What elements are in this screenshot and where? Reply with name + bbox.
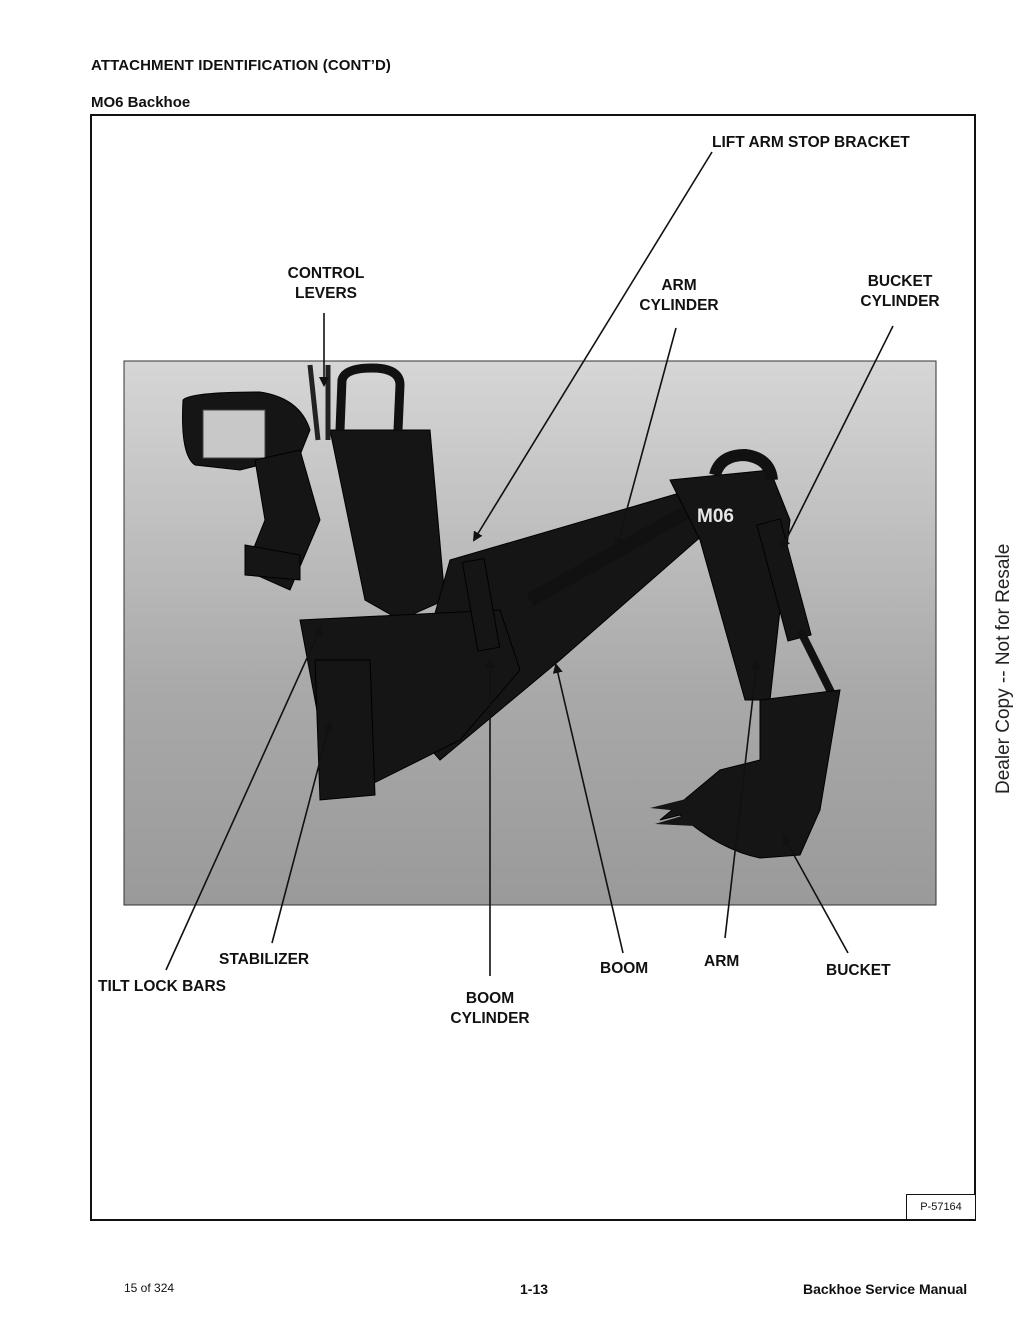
leader-stabilizer [271, 721, 333, 944]
label-bucket-cylinder: BUCKET CYLINDER [860, 273, 940, 310]
label-arm-cylinder: ARM CYLINDER [639, 277, 719, 314]
leader-boom [552, 663, 624, 954]
bucket-teeth [650, 798, 695, 826]
dealer-copy-watermark: Dealer Copy -- Not for Resale [993, 543, 1014, 794]
section-title: ATTACHMENT IDENTIFICATION (CONT’D) [91, 57, 392, 74]
leader-arm [724, 660, 762, 939]
leader-bucket-cylinder [781, 325, 894, 550]
label-control-levers: CONTROL LEVERS [287, 265, 365, 302]
leader-bucket [783, 835, 849, 954]
label-stabilizer: STABILIZER [219, 951, 310, 968]
arm-cylinder-shape [526, 503, 694, 607]
manual-title: Backhoe Service Manual [803, 1281, 968, 1297]
tower-handle [335, 363, 405, 431]
seat-placard [202, 409, 266, 459]
leader-lift-arm-stop-bracket [472, 151, 713, 542]
stabilizer-shape [314, 659, 376, 801]
page-count: 15 of 324 [124, 1281, 175, 1295]
leader-tilt-lock-bars [165, 625, 323, 971]
footrest [244, 544, 301, 581]
callout-lines [165, 151, 894, 976]
machine-label: M06 [697, 506, 734, 527]
boom-cylinder-shape [461, 558, 501, 652]
figure-frame [90, 114, 976, 1221]
bucket-link [796, 628, 839, 702]
control-tower [329, 429, 446, 621]
cylinder-bracket [709, 448, 778, 481]
page-number: 1-13 [520, 1281, 549, 1297]
label-lift-arm-stop-bracket: LIFT ARM STOP BRACKET [712, 134, 910, 151]
lever-left [307, 364, 321, 441]
sub-title: MO6 Backhoe [91, 94, 191, 111]
figure-reference: P-57164 [906, 1194, 976, 1220]
label-boom: BOOM [600, 960, 649, 977]
label-bucket: BUCKET [826, 962, 891, 979]
leader-arm-cylinder [614, 327, 677, 548]
bucket-shape [659, 689, 841, 859]
backhoe-machine [182, 363, 841, 859]
label-tilt-lock-bars: TILT LOCK BARS [98, 978, 227, 995]
label-boom-cylinder: BOOM CYLINDER [450, 990, 530, 1027]
label-arm: ARM [704, 953, 740, 970]
